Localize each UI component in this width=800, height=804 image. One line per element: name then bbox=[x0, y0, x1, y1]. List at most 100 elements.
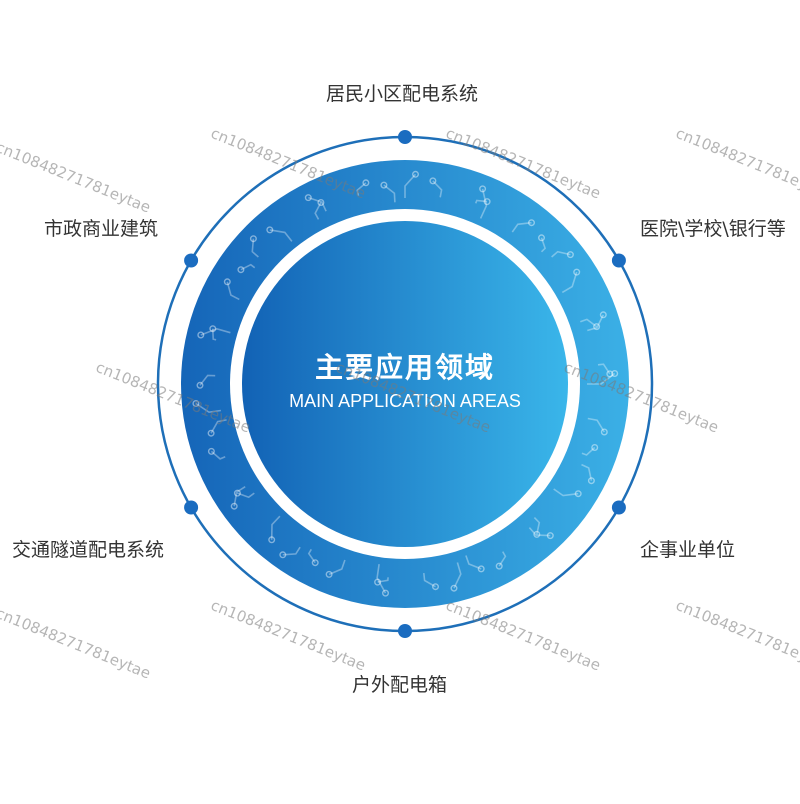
circuit-node bbox=[611, 370, 619, 378]
circuit-trace bbox=[597, 363, 611, 375]
center-title: 主要应用领域 bbox=[314, 351, 495, 384]
area-label-hospital-school-bank: 医院\学校\银行等 bbox=[640, 218, 786, 240]
circuit-trace bbox=[479, 188, 488, 219]
circuit-trace bbox=[307, 548, 316, 564]
circuit-trace bbox=[377, 577, 389, 583]
marker-dot bbox=[184, 253, 199, 268]
circuit-node bbox=[266, 226, 274, 234]
marker-dot bbox=[611, 500, 626, 515]
marker-dot bbox=[611, 253, 626, 268]
circuit-node bbox=[233, 489, 241, 497]
area-label-residential: 居民小区配电系统 bbox=[326, 83, 479, 105]
area-label-tunnel: 交通隧道配电系统 bbox=[12, 539, 165, 561]
circuit-trace bbox=[474, 199, 488, 204]
circuit-trace bbox=[308, 196, 327, 212]
circuit-node bbox=[311, 559, 319, 567]
circuit-trace bbox=[533, 517, 541, 535]
circuit-node bbox=[600, 428, 608, 436]
circuit-node bbox=[574, 490, 582, 498]
circuit-node bbox=[268, 536, 276, 544]
circuit-node bbox=[304, 194, 312, 202]
circuit-node bbox=[450, 584, 458, 592]
circuit-node bbox=[374, 578, 382, 586]
circuit-trace bbox=[269, 229, 293, 242]
circuit-trace bbox=[237, 492, 255, 499]
circuit-trace bbox=[528, 527, 551, 537]
circuit-node bbox=[196, 381, 204, 389]
area-label-municipal: 市政商业建筑 bbox=[44, 218, 159, 240]
circuit-node bbox=[207, 447, 215, 455]
circuit-trace bbox=[511, 221, 532, 233]
circuit-trace bbox=[251, 238, 259, 258]
circuit-node bbox=[599, 311, 607, 319]
circuit-trace bbox=[210, 419, 227, 434]
circuit-node bbox=[591, 444, 599, 452]
circuit-node bbox=[546, 532, 554, 540]
circuit-trace bbox=[423, 573, 436, 588]
circuit-trace bbox=[561, 271, 578, 294]
circuit-trace bbox=[581, 463, 593, 481]
circuit-node bbox=[573, 268, 581, 276]
circuit-node bbox=[192, 400, 200, 408]
circuit-pattern bbox=[192, 170, 619, 597]
circuit-trace bbox=[233, 486, 246, 507]
circuit-node bbox=[606, 370, 614, 378]
circuit-node bbox=[412, 170, 420, 178]
circuit-trace bbox=[404, 173, 417, 198]
circuit-trace bbox=[270, 515, 281, 540]
circuit-node bbox=[237, 266, 245, 274]
circuit-trace bbox=[553, 488, 579, 497]
circuit-trace bbox=[240, 263, 256, 271]
circuit-trace bbox=[581, 446, 596, 456]
circuit-trace bbox=[498, 551, 507, 567]
circuit-trace bbox=[226, 281, 240, 301]
circuit-trace bbox=[540, 237, 547, 253]
circuit-node bbox=[249, 235, 257, 243]
circuit-node bbox=[279, 551, 287, 559]
circuit-node bbox=[593, 323, 601, 331]
circuit-node bbox=[382, 589, 390, 597]
circuit-node bbox=[317, 198, 325, 206]
circuit-trace bbox=[212, 328, 217, 341]
circuit-node bbox=[432, 583, 440, 591]
circuit-node bbox=[477, 565, 485, 573]
circuit-trace bbox=[376, 563, 387, 594]
marker-dot bbox=[184, 500, 199, 515]
circuit-node bbox=[197, 331, 205, 339]
circuit-node bbox=[230, 502, 238, 510]
circuit-node bbox=[362, 179, 370, 187]
circuit-trace bbox=[587, 314, 605, 332]
circuit-trace bbox=[328, 559, 346, 576]
circuit-node bbox=[207, 429, 215, 437]
circuit-node bbox=[528, 219, 536, 227]
circuit-trace bbox=[580, 318, 598, 328]
circuit-node bbox=[209, 325, 217, 333]
circuit-trace bbox=[453, 562, 462, 589]
circuit-node bbox=[429, 177, 437, 185]
circuit-trace bbox=[587, 417, 605, 433]
circuit-node bbox=[495, 562, 503, 570]
circuit-trace bbox=[383, 184, 396, 203]
circuit-trace bbox=[195, 402, 222, 414]
circuit-trace bbox=[465, 555, 482, 570]
circuit-trace bbox=[210, 450, 226, 460]
center-core bbox=[242, 221, 568, 547]
circuit-node bbox=[223, 278, 231, 286]
circuit-node bbox=[533, 530, 541, 538]
marker-dot bbox=[398, 130, 412, 144]
circuit-trace bbox=[282, 546, 301, 556]
area-label-outdoor-box: 户外配电箱 bbox=[352, 674, 448, 696]
circuit-trace bbox=[199, 374, 216, 386]
marker-dot bbox=[398, 624, 412, 638]
circuit-trace bbox=[314, 202, 322, 220]
circuit-node bbox=[538, 234, 546, 242]
center-subtitle: MAIN APPLICATION AREAS bbox=[289, 391, 521, 411]
circuit-trace bbox=[551, 250, 571, 258]
circuit-node bbox=[325, 570, 333, 578]
circuit-node bbox=[483, 198, 491, 206]
circuit-node bbox=[380, 181, 388, 189]
circuit-node bbox=[566, 251, 574, 259]
area-label-enterprise: 企事业单位 bbox=[640, 539, 736, 561]
